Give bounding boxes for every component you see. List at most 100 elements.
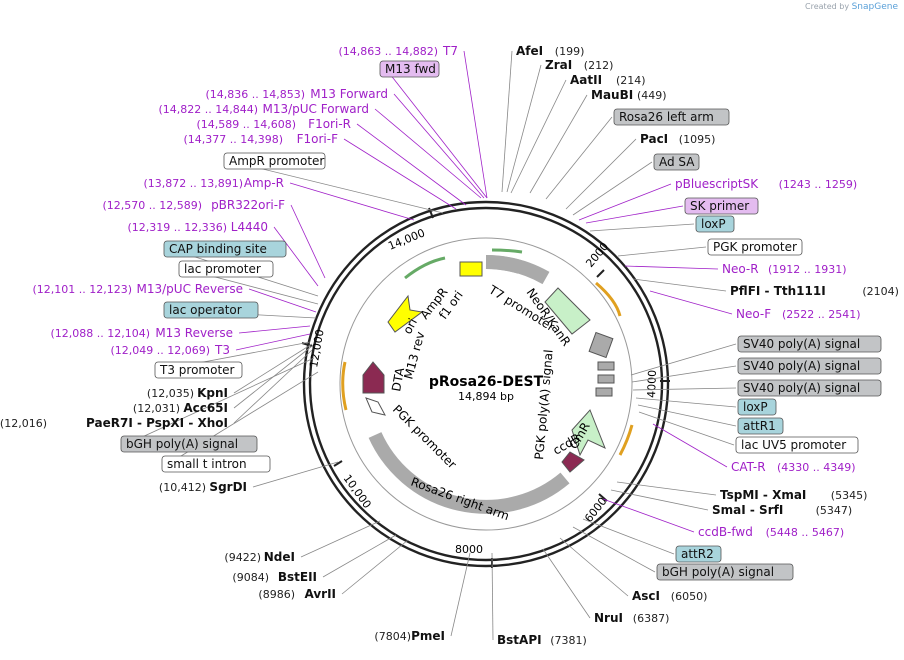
- feature-label: AatII(214): [570, 73, 646, 87]
- label-note: TspMI - XmaI: [720, 488, 806, 502]
- label-note: L4440: [231, 220, 268, 234]
- leader-line: [248, 288, 317, 313]
- label-note: ccdB-fwd: [698, 525, 753, 539]
- label-coordinates: (12,319 .. 12,336): [127, 221, 227, 234]
- neo-orange-arc: [595, 281, 622, 317]
- feature-label: PacI (1095): [640, 132, 715, 146]
- feature-label: T3 promoter: [154, 361, 243, 379]
- feature-label: CAP binding site: [163, 240, 287, 258]
- label-coordinates: (5347): [816, 504, 853, 517]
- label-coordinates: (12,031): [133, 402, 180, 415]
- feature-label: attR1: [737, 417, 784, 435]
- label-note: M13 Forward: [310, 87, 388, 101]
- feature-label: (12,088 .. 12,104)M13 Reverse: [50, 326, 233, 340]
- label-note: pBluescriptSK: [675, 177, 759, 191]
- label-note: M13/pUC Forward: [262, 102, 369, 116]
- leader-line: [290, 204, 326, 279]
- label-note: PacI: [640, 132, 668, 146]
- label-box: [163, 301, 259, 319]
- ampr-arrow: [459, 261, 483, 277]
- leader-line: [235, 333, 311, 351]
- label-text: bGH poly(A) signal: [662, 565, 774, 579]
- label-coordinates: (14,822 .. 14,844): [158, 103, 258, 116]
- feature-label: CAT-R(4330 .. 4349): [731, 460, 856, 474]
- label-text: attR2: [681, 547, 714, 561]
- feature-label: AscI(6050): [632, 589, 707, 603]
- feature-label: AmpR promoter: [223, 152, 326, 170]
- leader-line: [529, 94, 588, 194]
- label-box: [656, 563, 794, 581]
- label-box: [161, 455, 271, 473]
- label-text: SK primer: [690, 199, 749, 213]
- feature-ori: ori: [400, 316, 420, 336]
- feature-label: SV40 poly(A) signal: [737, 335, 882, 353]
- label-text: SV40 poly(A) signal: [743, 359, 860, 373]
- sv40-block-1: [588, 331, 614, 359]
- leader-line: [252, 461, 339, 488]
- feature-label: (12,031)Acc65I: [133, 401, 228, 415]
- feature-label: (12,101 .. 12,123)M13/pUC Reverse: [32, 282, 243, 296]
- label-text: Ad SA: [659, 155, 695, 169]
- feature-label: small t intron: [161, 455, 271, 473]
- label-note: Neo-R: [722, 262, 759, 276]
- label-coordinates: (12,570 .. 12,589): [102, 199, 202, 212]
- label-note: SgrDI: [209, 480, 247, 494]
- feature-label: lac promoter: [178, 260, 274, 278]
- label-coordinates: (12,049 .. 12,069): [110, 344, 210, 357]
- label-text: Rosa26 left arm: [619, 110, 714, 124]
- cmr-orange-arc: [618, 424, 634, 456]
- label-text: PGK promoter: [713, 240, 797, 254]
- label-note: BstEII: [278, 570, 317, 584]
- backbone-inner: [308, 206, 664, 562]
- feature-label: (12,035)KpnI: [147, 386, 228, 400]
- credit-prefix: Created by: [805, 2, 850, 11]
- label-coordinates: (12,035): [147, 387, 194, 400]
- leader-line: [630, 343, 737, 376]
- label-text: loxP: [743, 400, 768, 414]
- label-coordinates: (2522 .. 2541): [782, 308, 861, 321]
- leader-line: [638, 411, 735, 446]
- label-text: AmpR promoter: [229, 154, 324, 168]
- t7-green-arc: [491, 248, 523, 254]
- feature-m13-rev: M13 rev: [401, 330, 427, 381]
- label-coordinates: (449): [637, 89, 667, 102]
- feature-label: (7804)PmeI: [374, 629, 445, 643]
- feature-label: attR2: [675, 545, 722, 563]
- label-note: AvrII: [304, 587, 336, 601]
- feature-label: lac operator: [163, 301, 259, 319]
- leader-line: [238, 325, 311, 334]
- label-coordinates: (212): [584, 59, 614, 72]
- leader-line: [635, 397, 737, 408]
- feature-label: loxP: [695, 215, 735, 233]
- leader-line: [542, 548, 591, 619]
- feature-label: (12,049 .. 12,069)T3: [110, 343, 230, 357]
- feature-label: (9084)BstEII: [232, 570, 317, 584]
- label-note: PmeI: [411, 629, 445, 643]
- feature-label: SmaI - SrfI(5347): [712, 503, 852, 517]
- label-coordinates: (14,863 .. 14,882): [338, 45, 438, 58]
- label-text: bGH poly(A) signal: [126, 437, 238, 451]
- label-text: lac UV5 promoter: [741, 438, 846, 452]
- leader-line: [632, 387, 737, 391]
- label-coordinates: (14,836 .. 14,853): [205, 88, 305, 101]
- feature-label: bGH poly(A) signal: [120, 435, 258, 453]
- feature-label: (13,872 .. 13,891)Amp-R: [143, 176, 284, 190]
- leader-line: [578, 183, 672, 221]
- label-coordinates: (13,872 .. 13,891): [143, 177, 243, 190]
- feature-label: NruI(6387): [594, 611, 669, 625]
- tick-14000: 14,000: [386, 226, 427, 252]
- label-text: loxP: [701, 217, 726, 231]
- label-text: M13 fwd: [385, 62, 436, 76]
- leader-line: [510, 79, 567, 194]
- leader-line: [322, 534, 397, 578]
- feature-track: [339, 237, 633, 531]
- leader-line: [233, 349, 313, 424]
- feature-label: bGH poly(A) signal: [656, 563, 794, 581]
- label-coordinates: (1095): [679, 133, 716, 146]
- label-box: [707, 238, 803, 256]
- label-coordinates: (12,101 .. 12,123): [32, 283, 132, 296]
- label-box: [737, 398, 777, 416]
- label-coordinates: (5345): [831, 489, 868, 502]
- feature-label: (10,412)SgrDI: [159, 480, 247, 494]
- feature-label: SV40 poly(A) signal: [737, 357, 882, 375]
